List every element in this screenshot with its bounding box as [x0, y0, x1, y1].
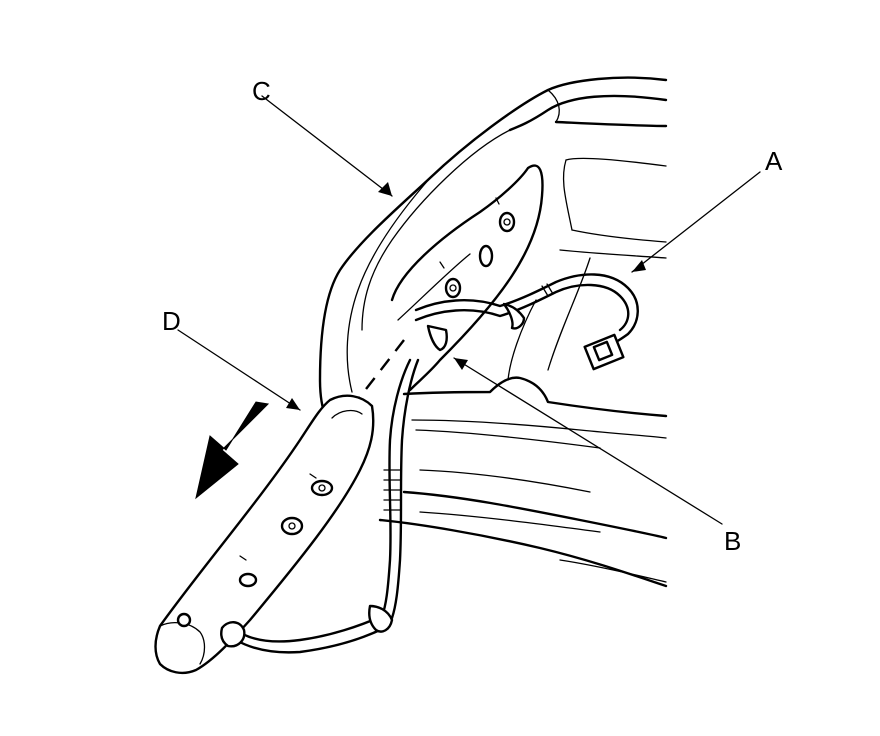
side-airbag-module: [154, 394, 375, 675]
callout-label-a: A: [765, 146, 783, 176]
harness-clip-b: [426, 283, 554, 352]
seat-back: [318, 76, 668, 420]
airbag-harness: [234, 273, 639, 654]
seat-cushion: [378, 376, 668, 588]
callout-label-c: C: [252, 76, 271, 106]
callout-label-d: D: [162, 306, 181, 336]
seat-back-opening: [390, 164, 544, 392]
callout-label-b: B: [724, 526, 741, 556]
callout-leaders: [177, 95, 761, 525]
connector-a: [583, 333, 625, 371]
removal-direction-arrow: [195, 401, 270, 500]
